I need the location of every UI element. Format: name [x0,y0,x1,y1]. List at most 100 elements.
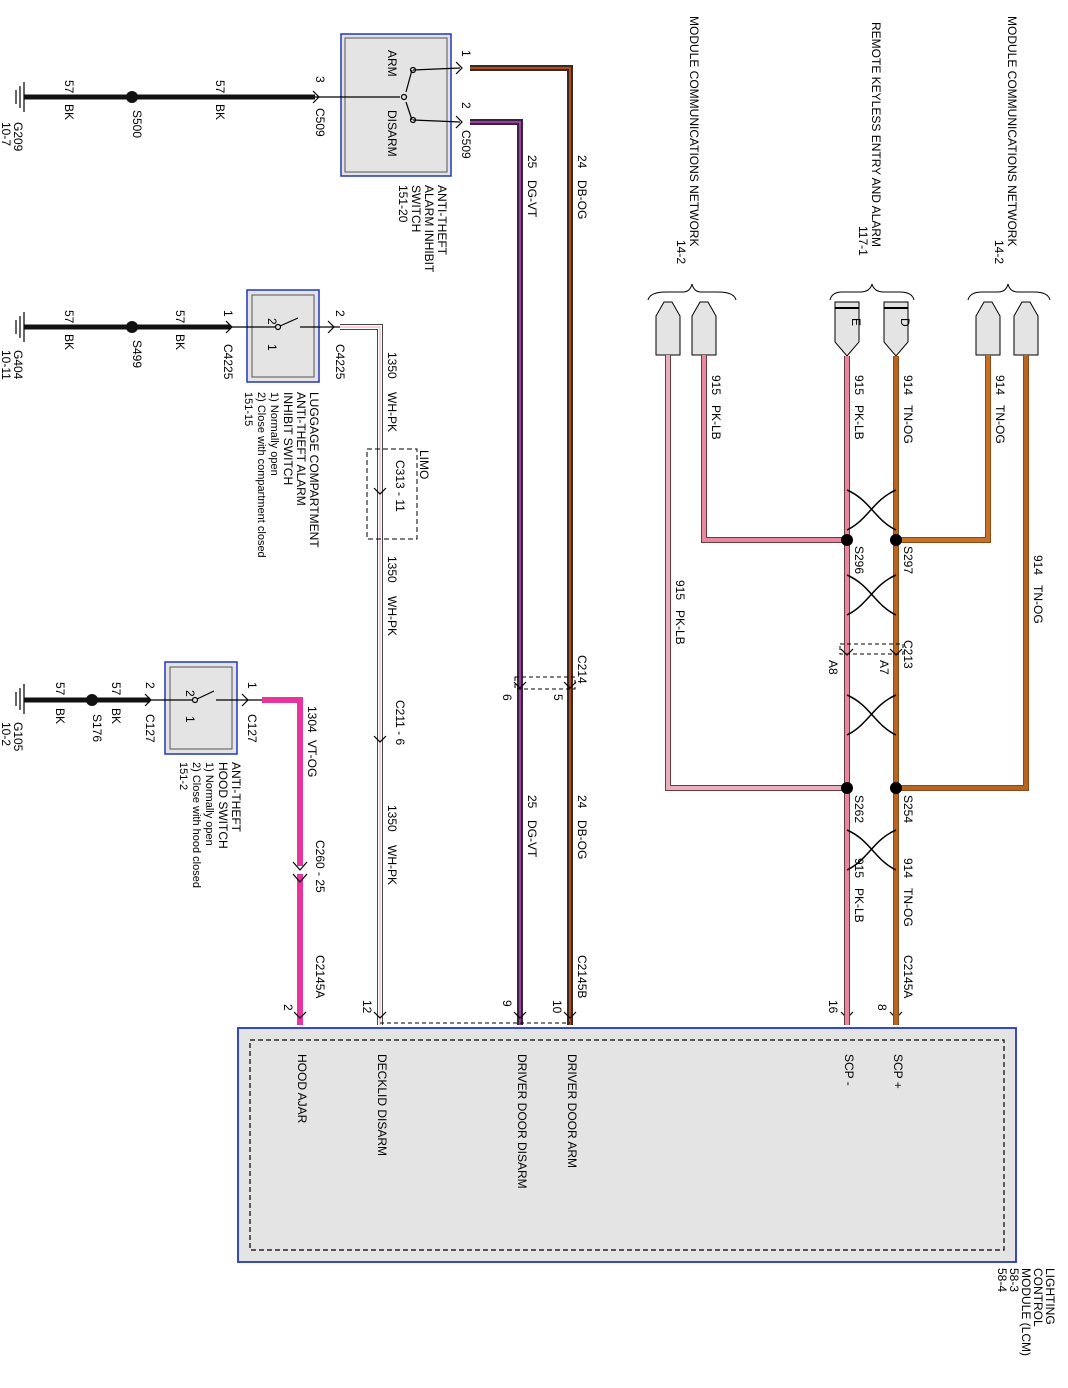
label-normally-open-a: 1) Normally open [268,392,280,476]
label-c2145a-a: C2145A [313,955,327,998]
hood-switch-symbol [150,690,262,704]
label-c4225-a: C4225 [221,344,235,380]
label-ref-151-20: 151-20 [396,185,410,223]
label-g404-ref: 10-11 [0,350,13,380]
label-hood-sw-2: 2 [183,690,197,697]
splice-s262 [841,782,853,794]
label-ref-58-4: 58-4 [995,1268,1009,1292]
braces [647,283,1051,301]
wire-24-db-og [470,65,573,1025]
label-w57-e: 57 [53,682,67,696]
label-db-og-b: DB-OG [575,820,589,859]
label-g209: G209 [11,122,25,152]
alarm-inhibit-switch-box [340,33,452,177]
label-g105-ref: 10-2 [0,722,13,746]
c260-connector-mark [292,861,308,883]
label-s499: S499 [130,340,144,368]
connector-arrows-left [144,61,903,1019]
label-pin10: 10 [550,1000,564,1014]
label-g105: G105 [11,722,25,752]
label-w914-b: 914 [993,375,1007,395]
label-dg-vt-b: DG-VT [525,820,539,858]
label-anti-theft-a: ANTI-THEFT [435,185,449,256]
luggage-switch-box [246,289,320,383]
label-luggage: LUGGAGE COMPARTMENT [307,392,321,548]
hood-switch-box [164,661,238,755]
label-pk-lb-d: PK-LB [852,888,866,923]
label-bk-b: BK [213,104,227,120]
label-rke: REMOTE KEYLESS ENTRY AND ALARM [869,22,883,247]
mcn-connector-1 [655,301,681,356]
label-pin12: 12 [360,1000,374,1014]
label-close-hood: 2) Close with hood closed [190,762,202,888]
label-g209-ref: 10-7 [0,122,13,146]
label-ref-151-2: 151-2 [177,762,189,790]
label-anti-theft-b: ANTI-THEFT [229,762,243,833]
wire-1350-wh-pk [340,324,383,1025]
label-c313-11: C313 - 11 [393,460,407,512]
ground-g209 [15,82,315,112]
label-tn-og-d: TN-OG [901,888,915,927]
label-normally-open-b: 1) Normally open [203,762,215,846]
mcn-connector-2 [691,301,717,356]
pin-hood-ajar: HOOD AJAR [295,1054,309,1124]
label-mcn-a: MODULE COMMUNICATIONS NETWORK [687,16,701,246]
label-s296: S296 [852,546,866,574]
label-pk-lb-a: PK-LB [673,610,687,645]
label-bk-f: BK [109,708,123,724]
label-s500: S500 [130,110,144,138]
label-a7: A7 [877,660,891,675]
label-tn-og-a: TN-OG [901,405,915,444]
label-c509-b: C509 [459,130,473,159]
label-ref-14-2-b: 14-2 [992,240,1006,264]
mcn-connector-4 [1013,301,1039,356]
label-control: CONTROL [1031,1268,1045,1327]
splice-s296 [841,534,853,546]
label-hood-sw-1: 1 [183,716,197,723]
label-w57-d: 57 [173,310,187,324]
label-pk-lb-c: PK-LB [852,405,866,440]
label-wh-pk-a: WH-PK [385,392,399,432]
label-pin16: 16 [826,1000,840,1014]
label-dg-vt-a: DG-VT [525,180,539,218]
label-w915-c: 915 [852,375,866,395]
label-w57-f: 57 [109,682,123,696]
rke-connector-e [834,301,860,357]
label-c127-b: C127 [245,714,259,743]
label-disarm: DISARM [385,110,399,157]
label-c4225-b: C4225 [333,344,347,380]
label-w57-c: 57 [62,310,76,324]
label-wh-pk-c: WH-PK [385,845,399,885]
label-lug-sw-1: 1 [265,344,279,351]
wire-1304-vt-og [262,697,303,1025]
label-tn-og-b: TN-OG [993,405,1007,444]
label-pk-lb-b: PK-LB [709,405,723,440]
label-c213: C213 [901,640,915,669]
label-pin2-hood-lcm: 2 [281,1004,295,1011]
label-wh-pk-b: WH-PK [385,596,399,636]
splice-s254 [890,782,902,794]
label-c214-pin5: 5 [551,694,565,701]
label-pin3: 3 [313,76,327,83]
label-w1350-c: 1350 [385,805,399,832]
label-w915-d: 915 [852,858,866,878]
ground-g105 [15,684,150,714]
arm-disarm-switch-symbol [315,66,461,124]
label-bk-e: BK [53,708,67,724]
label-lighting: LIGHTING [1043,1268,1057,1325]
label-bk-c: BK [62,334,76,350]
wire-914-tn-og [893,355,1029,1025]
label-ref-58-3: 58-3 [1007,1268,1021,1292]
label-ref-151-15: 151-15 [242,392,254,426]
wire-915-pk-lb [665,355,850,1025]
label-switch: SWITCH [409,185,423,232]
label-w914-d: 914 [901,858,915,878]
label-w1304: 1304 [305,706,319,733]
label-bk-a: BK [62,104,76,120]
label-w915-a: 915 [673,580,687,600]
label-s176: S176 [90,714,104,742]
label-hood-switch: HOOD SWITCH [216,762,230,849]
label-pin1-top: 1 [459,50,473,57]
label-pin8: 8 [875,1004,889,1011]
label-s254: S254 [901,795,915,823]
